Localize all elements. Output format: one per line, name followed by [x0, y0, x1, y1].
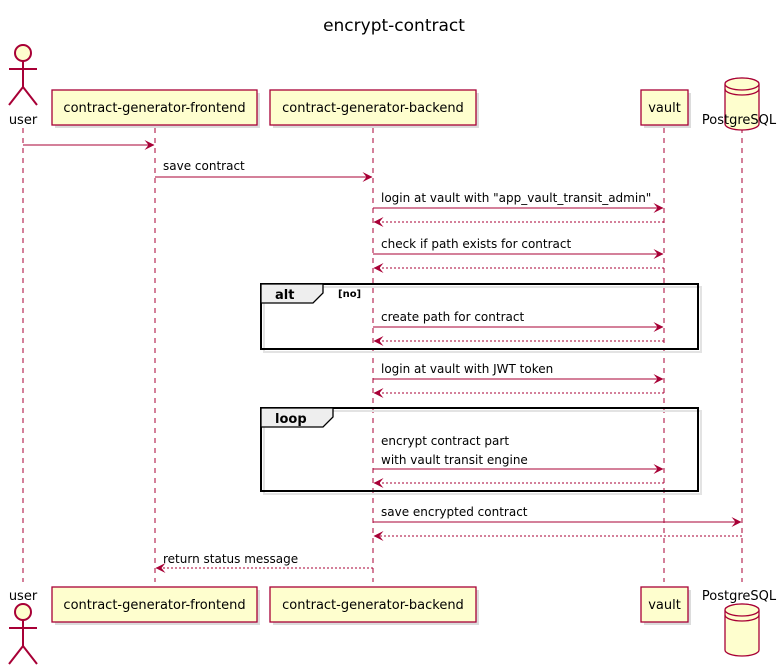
participant-label: vault [648, 101, 681, 116]
database-icon [724, 77, 760, 131]
participant-label: contract-generator-backend [282, 598, 464, 613]
participant-backend-bottom: contract-generator-backend [269, 586, 479, 625]
participant-backend-top: contract-generator-backend [269, 89, 479, 128]
participant-label: user [9, 113, 38, 128]
message-label: login at vault with JWT token [381, 362, 553, 376]
message-label: save contract [163, 159, 245, 173]
message-label: check if path exists for contract [381, 237, 571, 251]
message: return status message [155, 552, 373, 573]
message-label: create path for contract [381, 310, 524, 324]
participant-label: PostgreSQL [702, 589, 777, 604]
participant-label: PostgreSQL [702, 113, 777, 128]
actor-icon [8, 603, 38, 665]
participant-vault-top: vault [640, 89, 691, 128]
message-label: save encrypted contract [381, 505, 528, 519]
message-label: encrypt contract part [381, 434, 509, 448]
participant-user-top: user [8, 44, 38, 128]
fragment-label: alt [275, 288, 294, 303]
message: login at vault with JWT token [373, 362, 664, 384]
alt-fragment: alt [no] [260, 283, 702, 353]
diagram-title: encrypt-contract [323, 16, 465, 36]
message-label: login at vault with "app_vault_transit_a… [381, 191, 651, 205]
message-label: with vault transit engine [381, 453, 528, 467]
participant-vault-bottom: vault [640, 586, 691, 625]
fragment-condition: [no] [338, 289, 361, 300]
message-label: return status message [163, 552, 298, 566]
message: create path for contract [373, 310, 664, 332]
database-icon [724, 603, 760, 657]
fragment-label: loop [275, 412, 307, 427]
message: encrypt contract part with vault transit… [373, 434, 664, 474]
message: check if path exists for contract [373, 237, 664, 259]
participant-label: vault [648, 598, 681, 613]
participant-user-bottom: user [8, 589, 38, 665]
participant-label: user [9, 589, 38, 604]
participant-frontend-top: contract-generator-frontend [51, 89, 260, 128]
message: save encrypted contract [373, 505, 742, 527]
loop-fragment: loop [260, 407, 702, 495]
participant-label: contract-generator-frontend [63, 598, 245, 613]
participant-frontend-bottom: contract-generator-frontend [51, 586, 260, 625]
participant-label: contract-generator-frontend [63, 101, 245, 116]
message: login at vault with "app_vault_transit_a… [373, 191, 664, 213]
actor-icon [8, 44, 38, 106]
participant-postgres-bottom: PostgreSQL [702, 589, 777, 657]
message: save contract [155, 159, 373, 182]
participant-postgres-top: PostgreSQL [702, 77, 777, 131]
participant-label: contract-generator-backend [282, 101, 464, 116]
